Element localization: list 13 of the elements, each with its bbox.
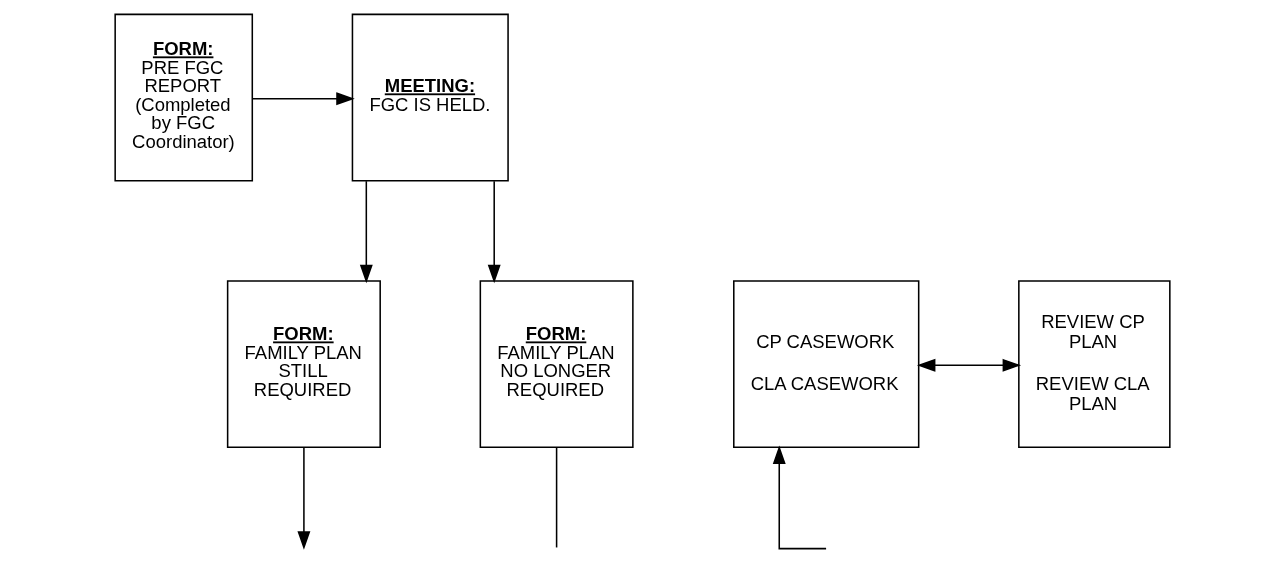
node-box: FORM: FAMILY PLAN STILL REQUIRED — [226, 280, 381, 449]
arrow — [251, 92, 355, 106]
arrow — [487, 180, 501, 284]
arrow — [772, 445, 827, 550]
arrow — [296, 446, 310, 550]
node-box: REVIEW CP PLAN REVIEW CLA PLAN — [1017, 280, 1171, 449]
connector — [555, 446, 557, 549]
node-box: MEETING: FGC IS HELD. — [351, 13, 509, 182]
node-box: FORM: FAMILY PLAN NO LONGER REQUIRED — [479, 280, 634, 449]
arrow — [359, 180, 373, 284]
node-box: CP CASEWORK CLA CASEWORK — [732, 280, 919, 449]
node-box: FORM: PRE FGC REPORT (Completed by FGC Coordinator) — [113, 13, 253, 182]
arrow — [916, 358, 1021, 372]
